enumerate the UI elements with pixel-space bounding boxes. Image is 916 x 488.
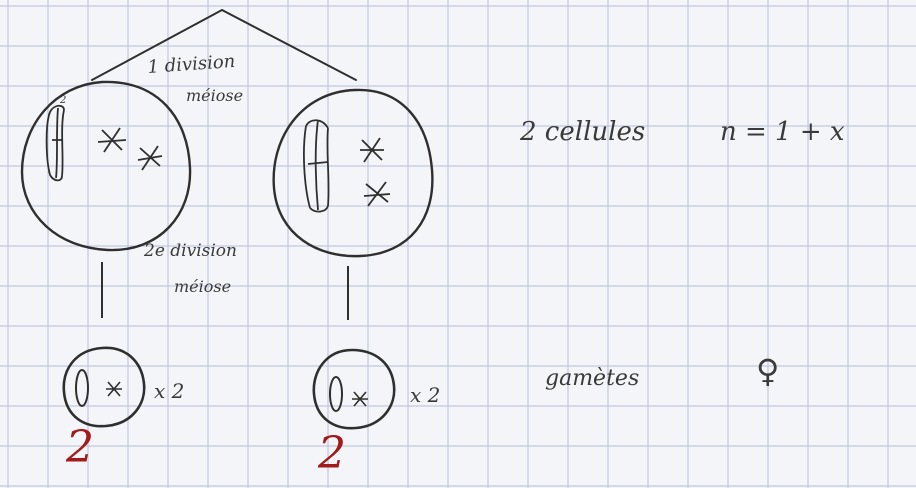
x-chromosome-icon (137, 145, 163, 171)
division1-label-line2: méiose (186, 86, 243, 105)
division2-label-line1: 2e division (143, 241, 237, 261)
x-chromosome-icon (352, 391, 368, 407)
tree-branch-right (221, 9, 357, 81)
chromosome-pair-icon (303, 119, 330, 213)
chromosome-icon (75, 369, 89, 407)
x-chromosome-icon (363, 181, 391, 207)
cell-left-large: 2 (20, 80, 192, 252)
x-chromosome-icon (106, 381, 122, 397)
female-symbol-icon: ♀ (756, 352, 779, 390)
cell-right-small (312, 348, 396, 430)
gametes-label: gamètes (545, 366, 639, 391)
x-chromosome-icon (360, 137, 384, 163)
times-two-left: x 2 (154, 379, 184, 403)
chromosome-pair-icon (45, 104, 65, 182)
chromosome-icon (329, 376, 343, 412)
tree-branch-left (91, 9, 223, 81)
red-mark-left: 2 (65, 422, 94, 473)
cells-result-label: 2 cellules (519, 117, 645, 147)
cell-left-small (62, 346, 146, 428)
times-two-right: x 2 (410, 383, 440, 407)
formula-label: n = 1 + x (720, 117, 845, 147)
chromosome-tag: 2 (59, 95, 66, 106)
division1-label-line1: 1 division (147, 51, 236, 78)
division2-label-line2: méiose (174, 277, 231, 296)
red-mark-right: 2 (317, 428, 346, 479)
x-chromosome-icon (97, 127, 127, 153)
cell-right-large (272, 88, 434, 258)
